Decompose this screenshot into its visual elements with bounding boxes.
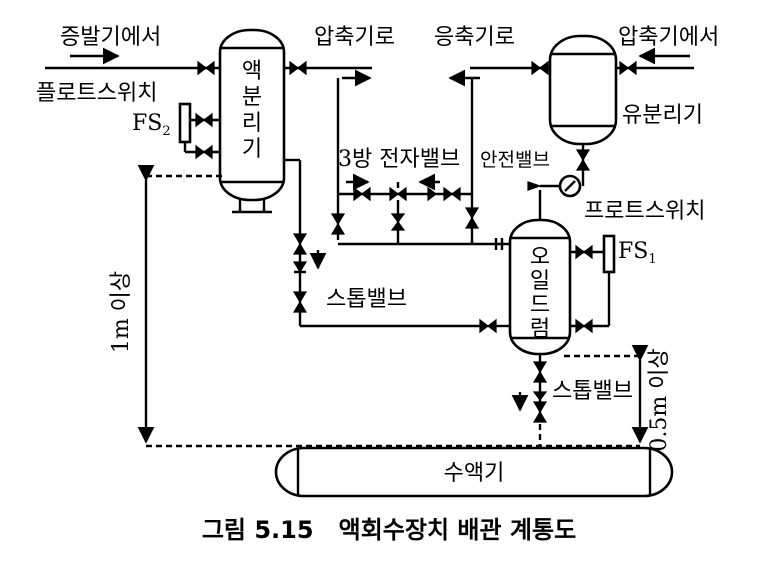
oil-sep-inlet-valve-icon	[619, 60, 637, 76]
check-valve-icon	[292, 261, 308, 274]
stop-valve-right-label: 스톱밸브	[552, 379, 633, 404]
solenoid-valve-icon	[389, 186, 407, 202]
check-valve-manifold-icon	[427, 186, 437, 202]
height-1m-label: 1m 이상	[109, 271, 134, 353]
oil-drum-label-3: 드	[530, 293, 550, 318]
liquid-separator-label-3: 리	[242, 111, 262, 136]
to-condenser-label: 응축기로	[434, 25, 515, 50]
oil-separator-label: 유분리기	[622, 103, 703, 128]
oil-sep-drain-valve-icon	[575, 149, 591, 171]
manifold-valve-1-icon	[353, 186, 371, 202]
stop-valve-left-label: 스톱밸브	[326, 287, 407, 312]
oil-drum-label-4: 럼	[530, 317, 550, 342]
fs2-label: FS2	[132, 111, 171, 139]
stop-valve-left-icon	[292, 291, 308, 313]
liquid-separator-label-2: 분	[242, 85, 262, 110]
solenoid-branch-valve-icon	[390, 213, 406, 231]
fs2-switch-icon	[178, 102, 192, 144]
liquid-separator-label-4: 기	[242, 137, 262, 162]
drum-check-valve-icon	[532, 391, 548, 401]
fs2-upper-valve-icon	[195, 112, 213, 128]
liquid-separator-label-1: 액	[242, 59, 262, 84]
safety-valve-label: 안전밸브	[480, 149, 550, 171]
from-compressor-right-label: 압축기에서	[618, 25, 719, 50]
oil-separator-vessel	[548, 34, 618, 146]
height-05m-label: 0.5m 이상	[647, 348, 672, 451]
float-switch-right-label: 프로트스위치	[584, 199, 705, 224]
receiver-vessel	[274, 446, 674, 498]
liquid-valve-icon	[292, 233, 308, 255]
liquid-separator-vessel	[218, 28, 286, 214]
drum-drain-valve-icon	[532, 361, 548, 383]
stop-valve-right-icon	[532, 401, 548, 423]
float-switch-left-label: 플로트스위치	[36, 81, 157, 106]
three-way-solenoid-label: 3방 전자밸브	[338, 147, 460, 172]
safety-valve-icon	[527, 181, 542, 191]
fs2-lower-valve-icon	[195, 144, 213, 160]
figure-caption: 그림 5.15 액회수장치 배관 계통도	[202, 516, 576, 544]
suction-valve-icon	[330, 213, 346, 235]
fs1-lower-valve-icon	[575, 318, 593, 334]
from-evaporator-label: 증발기에서	[60, 25, 161, 50]
fs1-switch-icon	[602, 234, 616, 274]
fs1-label: FS1	[618, 239, 657, 267]
outlet-valve-icon	[289, 60, 307, 76]
to-compressor-label: 압축기로	[314, 25, 395, 50]
receiver-label: 수액기	[444, 461, 505, 486]
oil-sep-outlet-valve-icon	[531, 60, 549, 76]
oil-drum-label-2: 일	[530, 269, 550, 294]
drum-inlet-valve-icon	[479, 318, 497, 334]
fs1-upper-valve-icon	[575, 244, 593, 260]
manifold-valve-2-icon	[443, 186, 461, 202]
discharge-valve-icon	[464, 207, 480, 229]
oil-drum-label-1: 오	[530, 245, 550, 270]
inlet-valve-icon	[197, 60, 215, 76]
